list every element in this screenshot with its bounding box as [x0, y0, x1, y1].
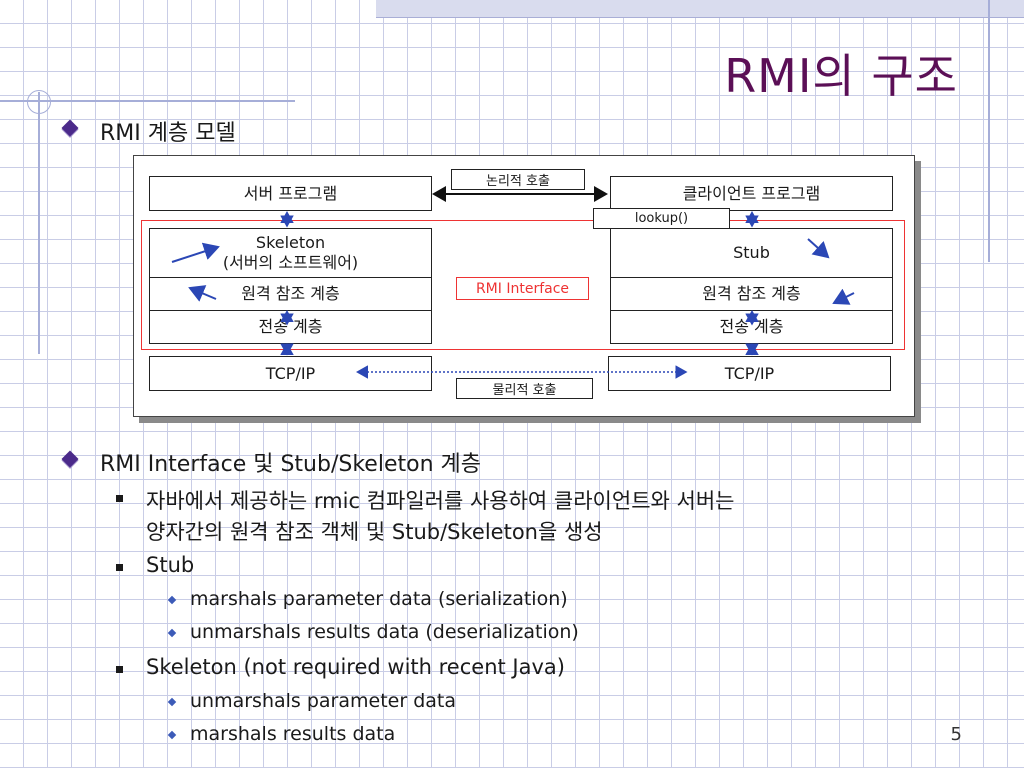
left-vertical-rule [38, 92, 40, 354]
skeleton-item-unmarshals: unmarshals parameter data [190, 690, 456, 712]
skeleton-item-marshals: marshals results data [190, 723, 396, 745]
diagram-arrows [171, 186, 855, 379]
top-band [376, 0, 1024, 18]
client-program-box: 클라이언트 프로그램 [610, 176, 893, 211]
server-program-box: 서버 프로그램 [149, 176, 432, 211]
skeleton-subtitle: (서버의 소프트웨어) [222, 253, 359, 272]
lookup-label: lookup() [593, 208, 730, 229]
skeleton-title: Skeleton [255, 233, 326, 252]
stub-in-arrow [807, 238, 830, 259]
stub-box: Stub [610, 228, 893, 278]
decorative-circle [27, 90, 51, 114]
rmic-description-line2: 양자간의 원격 참조 객체 및 Stub/Skeleton을 생성 [146, 520, 603, 544]
diamond-bullet-icon [61, 119, 79, 137]
small-diamond-bullet-icon [167, 697, 177, 707]
skeleton-heading: Skeleton (not required with recent Java) [146, 655, 565, 679]
page-number: 5 [950, 724, 962, 745]
stub-out-arrow [832, 288, 855, 305]
rmi-interface-label: RMI Interface [456, 277, 589, 300]
small-diamond-bullet-icon [167, 730, 177, 740]
rmic-description-line1: 자바에서 제공하는 rmic 컴파일러를 사용하여 클라이언트와 서버는 [146, 489, 735, 513]
small-diamond-bullet-icon [167, 628, 177, 638]
rmi-layer-outline [141, 220, 905, 350]
slide-title: RMI의 구조 [724, 49, 958, 103]
stub-heading: Stub [146, 553, 195, 577]
skeleton-out-arrow [188, 285, 217, 302]
rmi-diagram: 서버 프로그램 클라이언트 프로그램 논리적 호출 lookup() Skele… [133, 155, 915, 417]
stub-item-marshals: marshals parameter data (serialization) [190, 588, 568, 610]
transport-layer-right: 전송 계층 [610, 310, 893, 344]
bullet-rmi-layer-model: RMI 계층 모델 [100, 121, 236, 146]
skeleton-in-arrow [171, 242, 220, 263]
small-diamond-bullet-icon [167, 595, 177, 605]
diamond-bullet-icon [61, 450, 79, 468]
skeleton-box: Skeleton (서버의 소프트웨어) [149, 228, 432, 278]
stub-item-unmarshals: unmarshals results data (deserialization… [190, 621, 579, 643]
right-vertical-rule [988, 0, 990, 262]
bullet-rmi-interface: RMI Interface 및 Stub/Skeleton 계층 [100, 452, 481, 477]
square-bullet-icon [116, 666, 123, 673]
header-rule-left [0, 100, 295, 102]
square-bullet-icon [116, 564, 123, 571]
square-bullet-icon [116, 495, 123, 502]
